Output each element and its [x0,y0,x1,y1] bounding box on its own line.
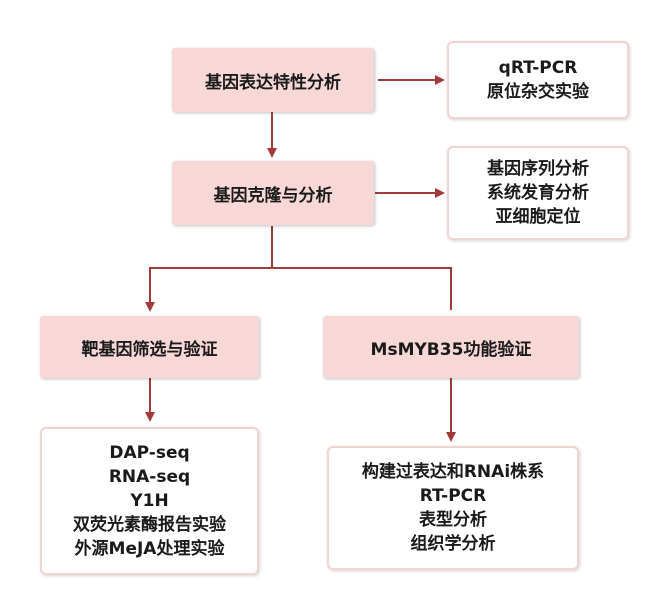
function-validation-label: MsMYB35功能验证 [370,339,532,360]
arrow-cloning-branch [145,226,273,312]
method-item: 外源MeJA处理实验 [74,539,225,559]
cloning-methods-box: 基因序列分析 系统发育分析 亚细胞定位 [447,146,629,240]
cloning-analysis-label: 基因克隆与分析 [213,185,333,206]
expression-analysis-box: 基因表达特性分析 [172,48,374,112]
expression-methods-box: qRT-PCR 原位杂交实验 [447,41,629,119]
method-item: 亚细胞定位 [495,207,581,227]
method-item: 双荧光素酶报告实验 [73,515,226,535]
target-screening-label: 靶基因筛选与验证 [81,339,218,360]
method-item: 组织学分析 [410,534,496,554]
target-screening-box: 靶基因筛选与验证 [40,316,259,378]
method-item: DAP-seq [109,443,190,463]
cloning-analysis-box: 基因克隆与分析 [172,161,374,225]
expression-analysis-label: 基因表达特性分析 [205,72,341,93]
method-item: 系统发育分析 [487,183,589,203]
method-item: 构建过表达和RNAi株系 [361,462,545,482]
method-item: 基因序列分析 [487,159,589,179]
method-item: Y1H [130,491,169,511]
method-item: 表型分析 [419,510,487,530]
method-item: 原位杂交实验 [487,82,589,102]
method-item: qRT-PCR [498,58,578,78]
arrow-cloning-branch-right [272,267,452,310]
method-item: RT-PCR [419,486,487,506]
function-methods-box: 构建过表达和RNAi株系 RT-PCR 表型分析 组织学分析 [327,446,579,570]
method-item: RNA-seq [108,467,191,487]
function-validation-box: MsMYB35功能验证 [323,316,579,378]
target-methods-box: DAP-seq RNA-seq Y1H 双荧光素酶报告实验 外源MeJA处理实验 [40,427,259,575]
